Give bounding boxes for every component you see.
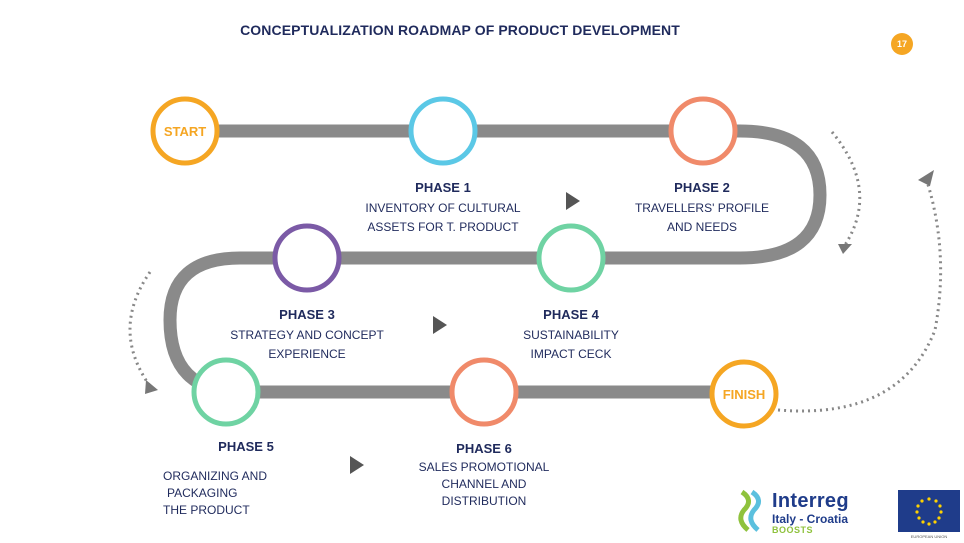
logo-sub: Italy - Croatia [772,512,849,526]
arrowhead-finish [918,170,934,186]
interreg-mark-icon [738,489,761,532]
phase-2-line2: AND NEEDS [666,220,737,234]
dotted-arrow-finish [777,174,943,413]
play-arrow-2 [433,316,447,334]
phase-6-line3: DISTRIBUTION [441,494,527,508]
phase-1-label: PHASE 1 INVENTORY OF CULTURAL ASSETS FOR… [343,178,543,237]
start-label: START [163,124,207,139]
phase-6-label: PHASE 6 SALES PROMOTIONAL CHANNEL AND DI… [394,440,574,510]
phase-5-circle [191,357,261,427]
phase-6-heading: PHASE 6 [456,441,512,456]
eu-stars-icon [915,497,943,526]
phase-2-heading: PHASE 2 [674,180,730,195]
phase-1-heading: PHASE 1 [415,180,471,195]
phase-5-label: PHASE 5 [146,437,346,458]
road-path [163,124,827,399]
phase-4-line2: IMPACT CECK [530,347,612,361]
arrowhead-right-1 [838,244,852,254]
phase-6-line1: SALES PROMOTIONAL [418,460,550,474]
phase-5-description: ORGANIZING AND PACKAGING THE PRODUCT [163,468,293,519]
dotted-arrow-left [128,271,152,387]
page-title: CONCEPTUALIZATION ROADMAP OF PRODUCT DEV… [240,22,680,38]
phase-4-circle [536,223,606,293]
finish-label: FINISH [722,387,766,402]
dotted-arrow-right-1 [830,131,862,246]
phase-2-label: PHASE 2 TRAVELLERS' PROFILE AND NEEDS [612,178,792,237]
interreg-logo: Interreg Italy - Croatia BOOSTS [738,488,849,537]
play-arrow-1 [566,192,580,210]
eu-caption: EUROPEAN UNION [910,534,948,539]
phase-5-heading: PHASE 5 [218,439,274,454]
phase-4-heading: PHASE 4 [543,307,599,322]
phase-1-line1: INVENTORY OF CULTURAL [365,201,521,215]
phase-2-line1: TRAVELLERS' PROFILE [634,201,770,215]
page-number-badge: 17 [891,33,913,55]
start-circle [150,96,220,166]
phase-3-line2: EXPERIENCE [268,347,346,361]
phase-2-circle [668,96,738,166]
logo-brand: Interreg [772,490,849,512]
phase-5-line1: ORGANIZING AND [163,469,268,483]
logo-program: BOOSTS [772,525,814,535]
phase-1-line2: ASSETS FOR T. PRODUCT [367,220,519,234]
arrowhead-left [145,380,158,394]
phase-1-circle [408,96,478,166]
phase-4-line1: SUSTAINABILITY [523,328,619,342]
phase-3-line1: STRATEGY AND CONCEPT [230,328,384,342]
phase-3-label: PHASE 3 STRATEGY AND CONCEPT EXPERIENCE [207,305,407,364]
phase-4-label: PHASE 4 SUSTAINABILITY IMPACT CECK [481,305,661,364]
phase-6-circle [449,357,519,427]
phase-3-circle [272,223,342,293]
phase-5-line2: PACKAGING [167,486,238,500]
phase-3-heading: PHASE 3 [279,307,335,322]
play-arrow-3 [350,456,364,474]
eu-flag: EUROPEAN UNION [898,490,960,539]
finish-circle [709,359,779,429]
phase-6-line2: CHANNEL AND [441,477,527,491]
phase-5-line3: THE PRODUCT [163,503,250,517]
